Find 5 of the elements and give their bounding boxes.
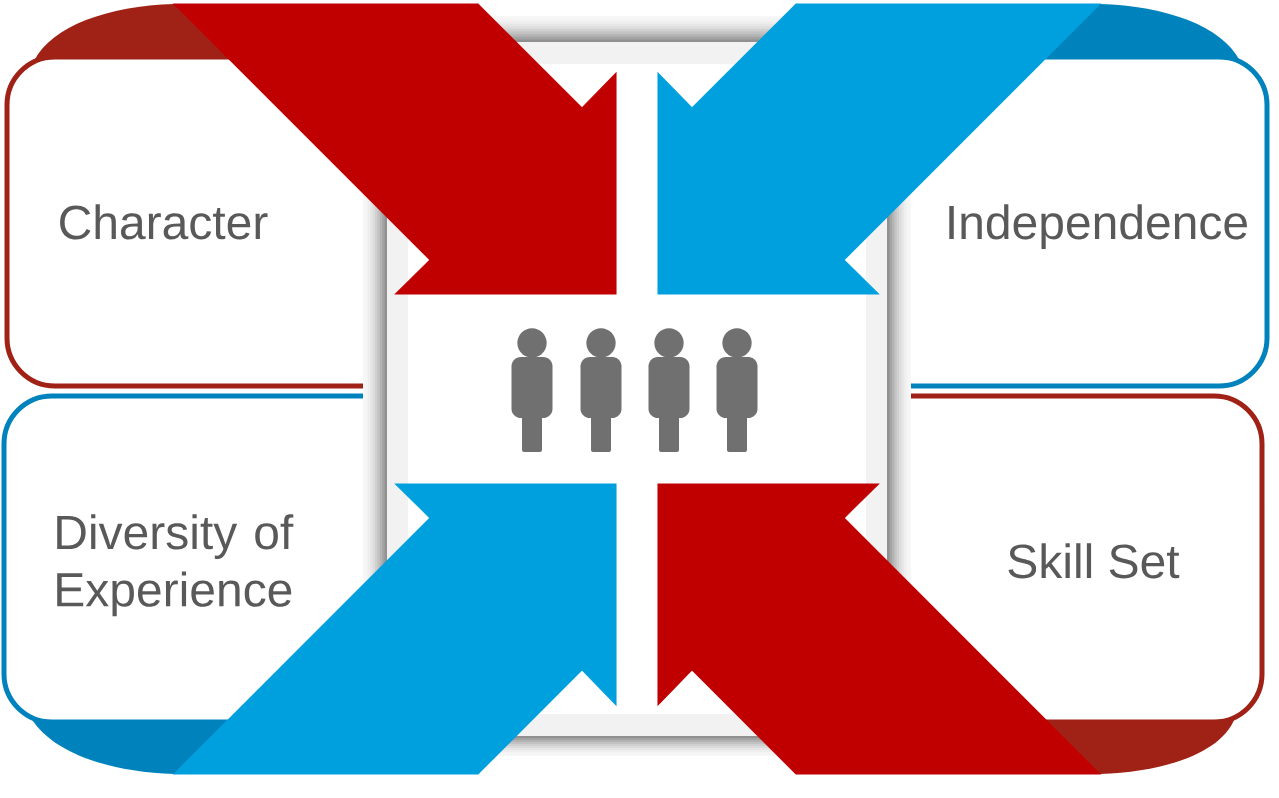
arrow	[657, 483, 1102, 775]
arrow	[657, 3, 1102, 295]
arrow	[172, 483, 617, 775]
arrow	[172, 3, 617, 295]
people-picture	[387, 297, 887, 481]
